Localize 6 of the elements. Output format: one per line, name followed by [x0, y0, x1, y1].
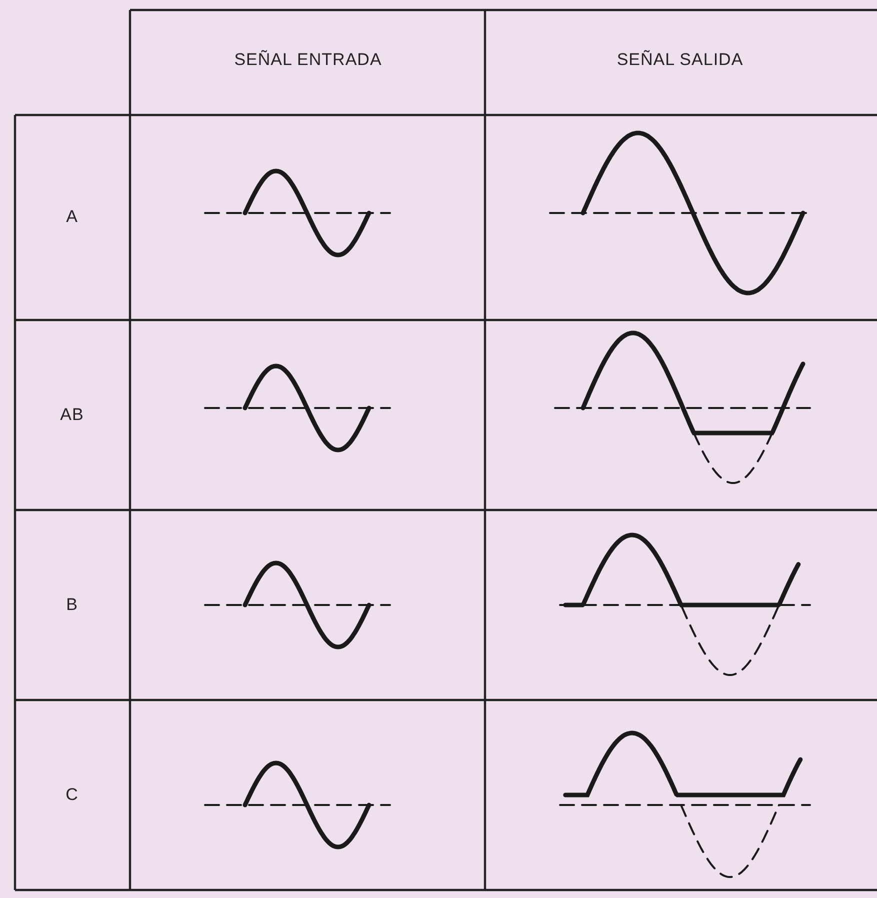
- row-label: B: [66, 595, 78, 615]
- row-label: AB: [60, 405, 84, 425]
- row-label: A: [66, 207, 78, 227]
- column-header: SEÑAL ENTRADA: [234, 50, 382, 70]
- column-header: SEÑAL SALIDA: [616, 50, 744, 70]
- row-label: C: [66, 785, 78, 805]
